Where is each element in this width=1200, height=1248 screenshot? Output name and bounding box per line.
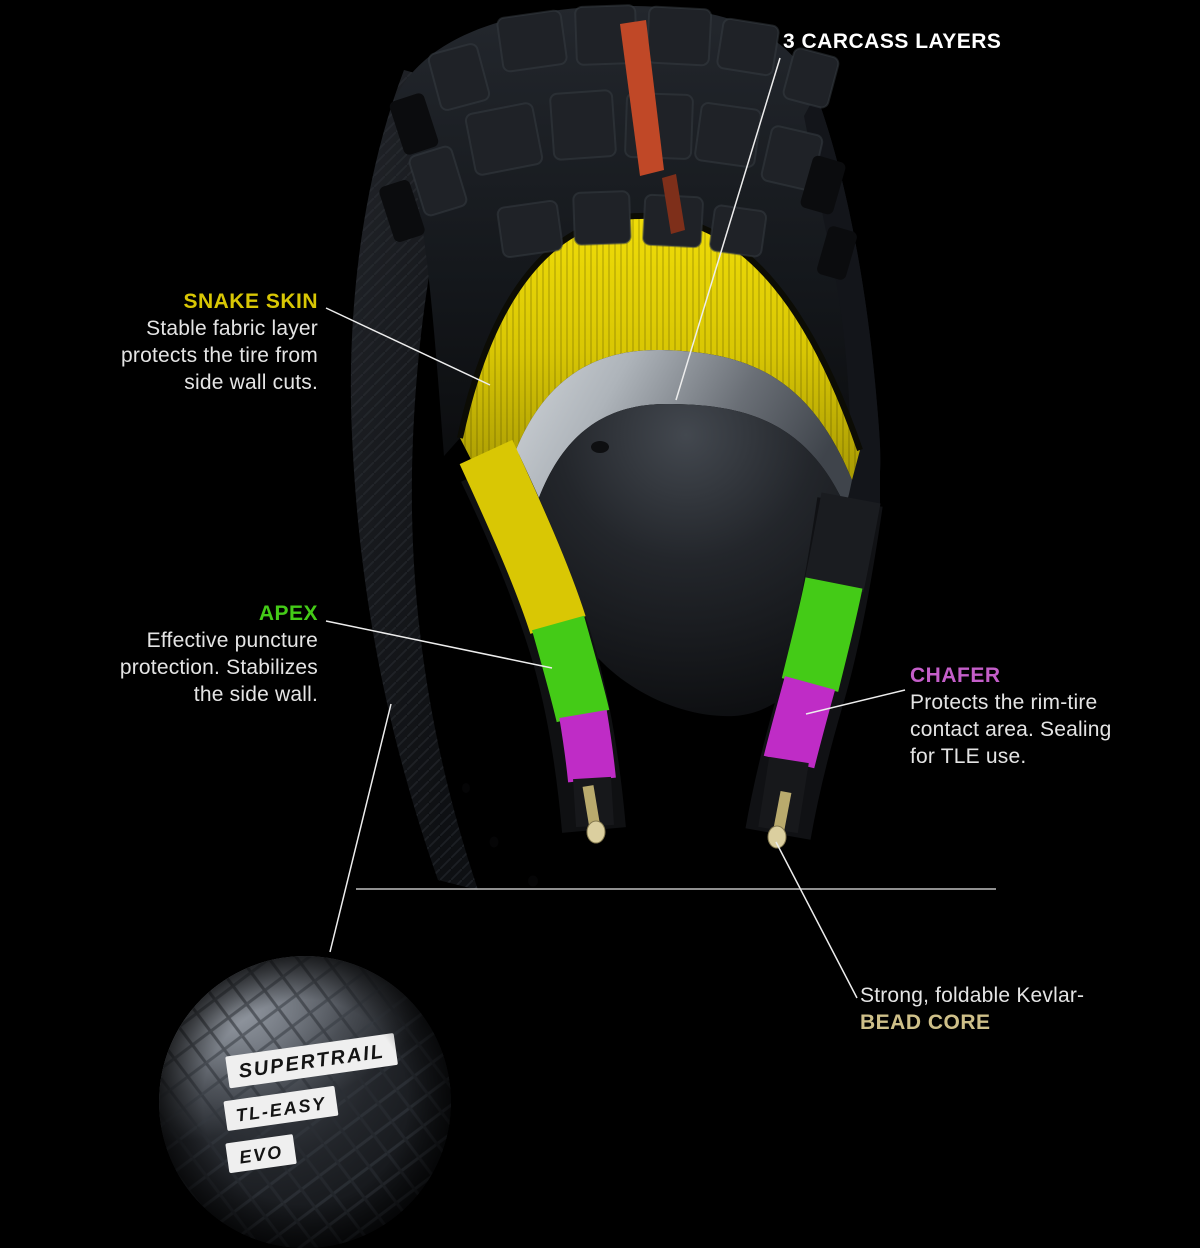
carcass-hole <box>591 441 609 453</box>
apex-title: APEX <box>258 602 318 625</box>
apex-band-left <box>532 615 610 723</box>
sidewall-hole <box>489 836 499 848</box>
bead-core-title: BEAD CORE <box>860 1011 991 1034</box>
snakeskin-description-line: protects the tire from <box>121 344 318 367</box>
bead-core-intro: Strong, foldable Kevlar- <box>860 984 1085 1007</box>
inset-detail-circle: SUPERTRAIL TL-EASY EVO <box>159 956 451 1248</box>
carcass-leader-line <box>675 57 781 401</box>
tread-knob <box>572 190 632 246</box>
carcass-callout: 3 CARCASS LAYERS <box>783 28 1001 55</box>
tread-knob <box>379 180 425 242</box>
tread-wear-stripe-tail <box>662 174 685 234</box>
tread-knob <box>800 155 846 215</box>
sidewall-hole <box>528 875 538 887</box>
tire-interior <box>526 404 846 717</box>
tread-knob <box>408 145 468 217</box>
carcass-title: 3 CARCASS LAYERS <box>783 30 1002 53</box>
leader-lines <box>325 57 906 999</box>
chafer-description-line: for TLE use. <box>910 745 1027 768</box>
tread-knob <box>817 226 857 280</box>
apex-leader-line <box>325 620 553 669</box>
snakeskin-callout: SNAKE SKIN Stable fabric layer protects … <box>34 288 318 396</box>
bead-core-right <box>767 825 787 849</box>
right-bead-flap <box>745 492 883 840</box>
right-flap-upper <box>804 492 881 593</box>
chafer-callout: CHAFER Protects the rim-tire contact are… <box>910 662 1170 770</box>
inset-leader-line <box>329 703 392 953</box>
snakeskin-title: SNAKE SKIN <box>183 290 318 313</box>
tread-knob <box>464 102 544 176</box>
bead-leader-line <box>775 841 858 999</box>
inset-vignette <box>159 956 451 1248</box>
sidewall-holes <box>462 783 538 887</box>
snakeskin-left-flap <box>459 439 586 634</box>
apex-callout: APEX Effective puncture protection. Stab… <box>34 600 318 708</box>
bead-core-callout: Strong, foldable Kevlar- BEAD CORE <box>860 982 1160 1036</box>
tread-edge-knobs <box>379 93 857 280</box>
tread-knob <box>549 89 617 161</box>
tread-knob <box>496 199 564 259</box>
snakeskin-description-line: side wall cuts. <box>184 371 318 394</box>
tread-knob <box>782 47 840 109</box>
chafer-band-left <box>559 710 616 783</box>
snakeskin-description-line: Stable fabric layer <box>146 317 318 340</box>
tread-knob <box>427 43 491 111</box>
tire-left-sidewall-texture <box>350 70 478 890</box>
apex-band-right <box>781 577 863 692</box>
sidewall-hole <box>462 783 470 793</box>
snakeskin-band-texture <box>460 215 860 512</box>
tread-knob <box>694 102 762 168</box>
chafer-title: CHAFER <box>910 664 1001 687</box>
tread-knob <box>708 204 768 258</box>
chafer-description-line: contact area. Sealing <box>910 718 1112 741</box>
tread-knob <box>716 17 780 77</box>
apex-description-line: Effective puncture <box>146 629 318 652</box>
chafer-leader-line <box>805 689 906 715</box>
tread-knob <box>389 93 439 155</box>
tread-knob <box>496 9 568 73</box>
tread-knob <box>645 5 713 67</box>
carcass-band <box>498 349 852 540</box>
bead-core-left <box>586 820 606 844</box>
chafer-band-right <box>763 676 836 769</box>
chafer-description-line: Protects the rim-tire <box>910 691 1098 714</box>
tread-wear-stripe <box>620 20 664 176</box>
apex-description-line: the side wall. <box>193 683 318 706</box>
snakeskin-leader-line <box>325 307 491 386</box>
apex-description-line: protection. Stabilizes <box>119 656 318 679</box>
tread-knobs <box>408 4 840 259</box>
